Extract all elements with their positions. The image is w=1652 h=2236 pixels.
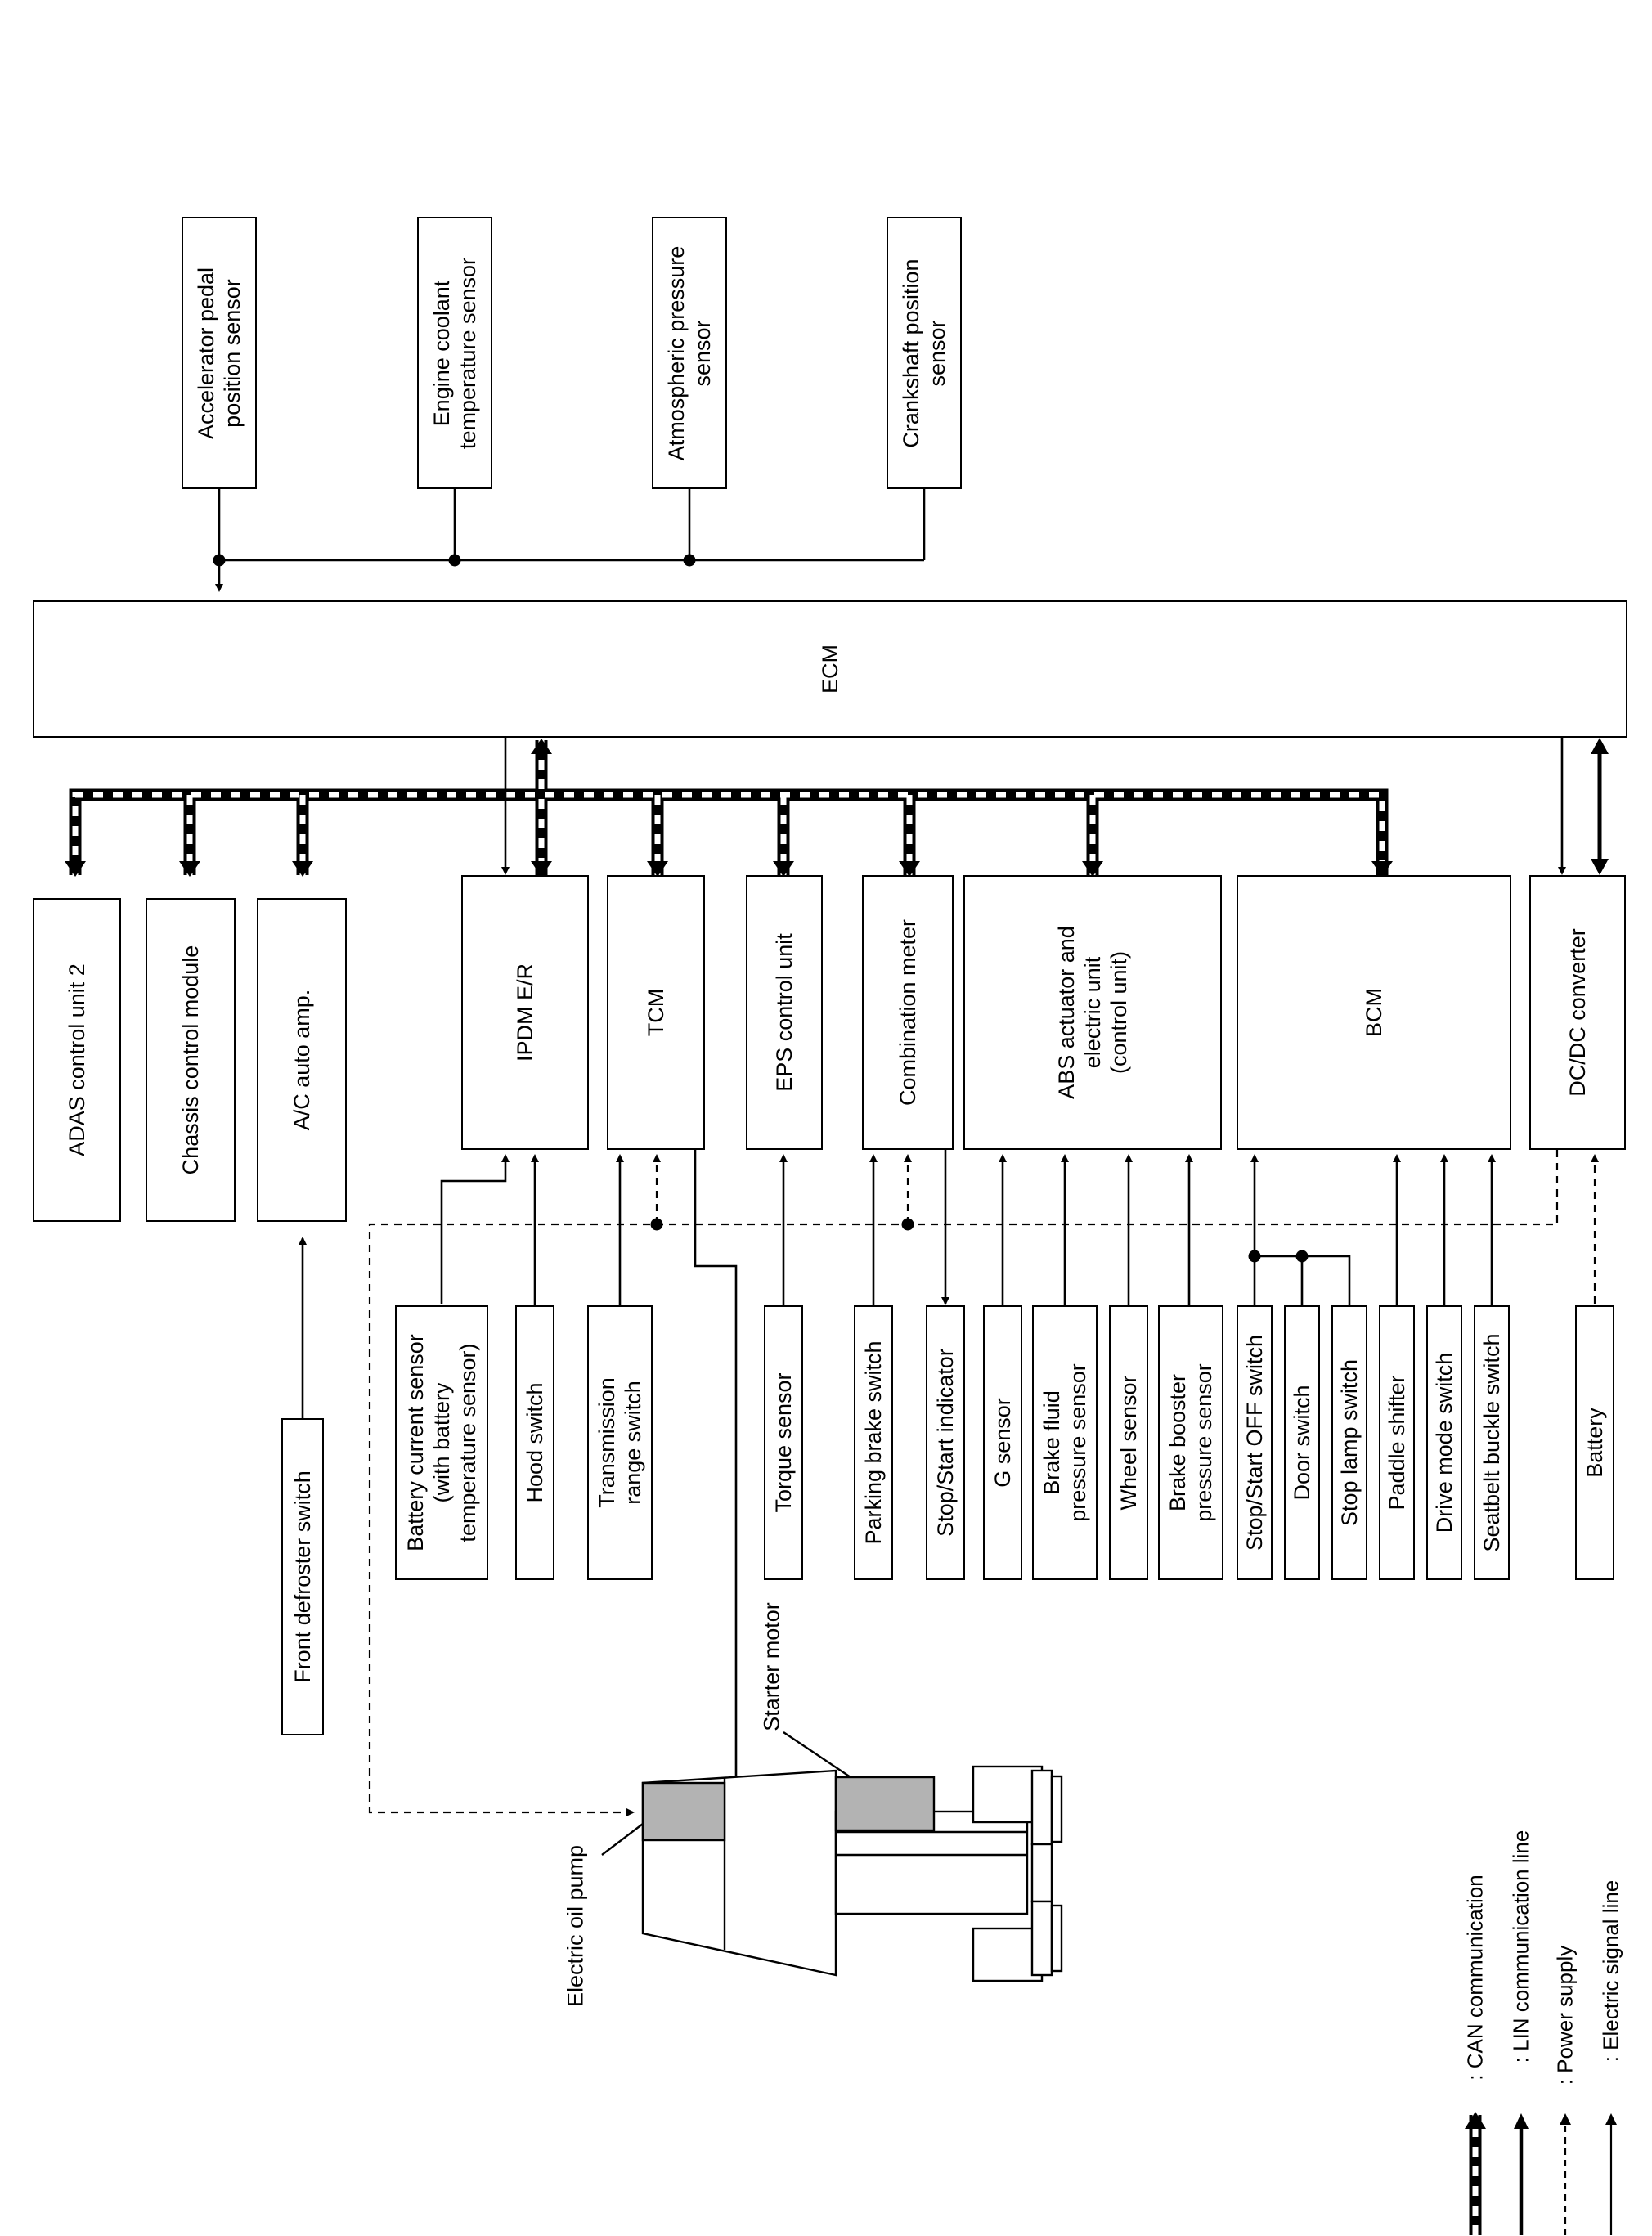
ac-auto-amp-box: A/C auto amp. bbox=[257, 898, 347, 1222]
wheel-sensor-label: Wheel sensor bbox=[1116, 1375, 1141, 1511]
chassis-control-module-label: Chassis control module bbox=[178, 945, 203, 1175]
seatbelt-buckle-switch-label: Seatbelt buckle switch bbox=[1479, 1333, 1504, 1552]
junction-dots bbox=[650, 1218, 1309, 1263]
torque-sensor-label: Torque sensor bbox=[771, 1372, 796, 1513]
atmospheric-pressure-sensor-label: Atmospheric pressure sensor bbox=[664, 245, 715, 460]
hood-switch-box: Hood switch bbox=[515, 1305, 554, 1580]
combination-meter-box: Combination meter bbox=[862, 875, 954, 1150]
power-lines bbox=[368, 1150, 1599, 1816]
sensor-bus bbox=[215, 489, 926, 592]
engine-drawing bbox=[601, 1731, 1063, 1982]
drive-mode-switch-label: Drive mode switch bbox=[1432, 1352, 1457, 1533]
legend-symbols bbox=[1465, 2112, 1617, 2235]
electric-oil-pump-label: Electric oil pump bbox=[563, 1844, 588, 2008]
stop-start-off-switch-label: Stop/Start OFF switch bbox=[1242, 1334, 1267, 1551]
battery-label: Battery bbox=[1582, 1408, 1607, 1478]
paddle-shifter-label: Paddle shifter bbox=[1385, 1375, 1409, 1511]
brake-fluid-pressure-sensor-box: Brake fluid pressure sensor bbox=[1032, 1305, 1098, 1580]
battery-box: Battery bbox=[1575, 1305, 1614, 1580]
ecm-box: ECM bbox=[33, 600, 1627, 738]
accelerator-pedal-sensor-label: Accelerator pedal position sensor bbox=[194, 267, 245, 439]
ipdm-er-label: IPDM E/R bbox=[513, 963, 537, 1062]
crankshaft-position-sensor-box: Crankshaft position sensor bbox=[887, 217, 962, 489]
ecm-label: ECM bbox=[818, 644, 842, 694]
sensor-junctions bbox=[213, 554, 696, 567]
tcm-label: TCM bbox=[644, 988, 668, 1037]
bcm-label: BCM bbox=[1362, 988, 1386, 1037]
bcm-box: BCM bbox=[1237, 875, 1511, 1150]
eps-control-unit-box: EPS control unit bbox=[746, 875, 823, 1150]
engine-coolant-sensor-label: Engine coolant temperature sensor bbox=[429, 257, 480, 449]
adas-control-unit-label: ADAS control unit 2 bbox=[65, 963, 89, 1156]
brake-booster-pressure-sensor-box: Brake booster pressure sensor bbox=[1158, 1305, 1223, 1580]
parking-brake-switch-box: Parking brake switch bbox=[854, 1305, 893, 1580]
legend-can-label: : CAN communication bbox=[1462, 1875, 1488, 2081]
torque-sensor-box: Torque sensor bbox=[764, 1305, 803, 1580]
starter-motor-label: Starter motor bbox=[759, 1602, 784, 1731]
can-arrowheads bbox=[65, 739, 1393, 877]
can-bus bbox=[69, 740, 1389, 875]
legend-power-label: : Power supply bbox=[1552, 1945, 1578, 2086]
g-sensor-box: G sensor bbox=[983, 1305, 1022, 1580]
accelerator-pedal-sensor-box: Accelerator pedal position sensor bbox=[182, 217, 257, 489]
stop-lamp-switch-box: Stop lamp switch bbox=[1331, 1305, 1367, 1580]
engine-coolant-sensor-box: Engine coolant temperature sensor bbox=[417, 217, 492, 489]
transmission-range-switch-box: Transmission range switch bbox=[587, 1305, 653, 1580]
door-switch-box: Door switch bbox=[1284, 1305, 1320, 1580]
battery-current-sensor-box: Battery current sensor (with battery tem… bbox=[395, 1305, 488, 1580]
lin-arrowheads bbox=[1591, 738, 1609, 875]
crankshaft-position-sensor-label: Crankshaft position sensor bbox=[899, 258, 949, 448]
front-defroster-switch-label: Front defroster switch bbox=[290, 1470, 315, 1683]
eps-control-unit-label: EPS control unit bbox=[772, 933, 797, 1092]
adas-control-unit-box: ADAS control unit 2 bbox=[33, 898, 121, 1222]
chassis-control-module-box: Chassis control module bbox=[146, 898, 236, 1222]
transmission-range-switch-label: Transmission range switch bbox=[595, 1377, 645, 1508]
wheel-sensor-box: Wheel sensor bbox=[1109, 1305, 1148, 1580]
abs-actuator-label: ABS actuator and electric unit (control … bbox=[1054, 926, 1131, 1099]
dcdc-converter-box: DC/DC converter bbox=[1529, 875, 1626, 1150]
combination-meter-label: Combination meter bbox=[896, 918, 920, 1107]
front-defroster-switch-box: Front defroster switch bbox=[281, 1418, 324, 1735]
legend-lin-label: : LIN communication line bbox=[1508, 1830, 1533, 2063]
legend-signal-label: : Electric signal line bbox=[1598, 1879, 1623, 2063]
brake-fluid-pressure-sensor-label: Brake fluid pressure sensor bbox=[1039, 1363, 1090, 1522]
battery-current-sensor-label: Battery current sensor (with battery tem… bbox=[403, 1334, 480, 1551]
ipdm-er-box: IPDM E/R bbox=[461, 875, 589, 1150]
tcm-box: TCM bbox=[607, 875, 705, 1150]
abs-actuator-box: ABS actuator and electric unit (control … bbox=[963, 875, 1222, 1150]
parking-brake-switch-label: Parking brake switch bbox=[861, 1340, 886, 1545]
seatbelt-buckle-switch-box: Seatbelt buckle switch bbox=[1474, 1305, 1510, 1580]
drive-mode-switch-box: Drive mode switch bbox=[1426, 1305, 1462, 1580]
paddle-shifter-box: Paddle shifter bbox=[1379, 1305, 1415, 1580]
door-switch-label: Door switch bbox=[1290, 1385, 1314, 1501]
stop-lamp-switch-label: Stop lamp switch bbox=[1337, 1358, 1362, 1527]
g-sensor-label: G sensor bbox=[990, 1398, 1015, 1488]
brake-booster-pressure-sensor-label: Brake booster pressure sensor bbox=[1165, 1363, 1216, 1522]
stop-start-off-switch-box: Stop/Start OFF switch bbox=[1237, 1305, 1273, 1580]
ac-auto-amp-label: A/C auto amp. bbox=[290, 989, 314, 1131]
atmospheric-pressure-sensor-box: Atmospheric pressure sensor bbox=[652, 217, 727, 489]
stop-start-indicator-label: Stop/Start indicator bbox=[933, 1349, 958, 1537]
stop-start-indicator-box: Stop/Start indicator bbox=[926, 1305, 965, 1580]
hood-switch-label: Hood switch bbox=[523, 1382, 547, 1503]
dcdc-converter-label: DC/DC converter bbox=[1565, 928, 1590, 1097]
